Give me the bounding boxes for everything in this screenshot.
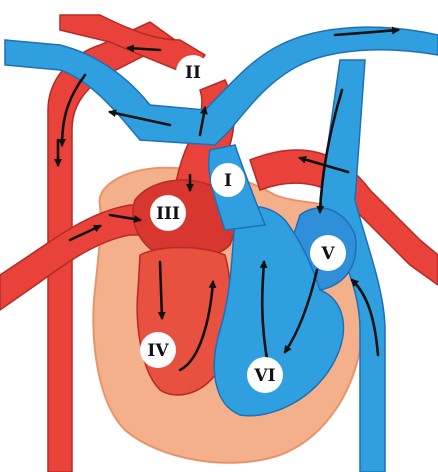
label-IV: IV bbox=[140, 332, 176, 368]
label-VI-text: VI bbox=[253, 366, 275, 386]
label-III-text: III bbox=[156, 204, 180, 224]
label-I: I bbox=[211, 163, 245, 197]
label-V-text: V bbox=[320, 244, 335, 264]
label-II: II bbox=[176, 55, 210, 89]
label-VI: VI bbox=[247, 357, 283, 393]
label-V: V bbox=[310, 235, 346, 271]
label-III: III bbox=[150, 195, 186, 231]
label-I-text: I bbox=[224, 171, 232, 191]
label-IV-text: IV bbox=[147, 341, 169, 361]
label-II-text: II bbox=[185, 63, 201, 83]
